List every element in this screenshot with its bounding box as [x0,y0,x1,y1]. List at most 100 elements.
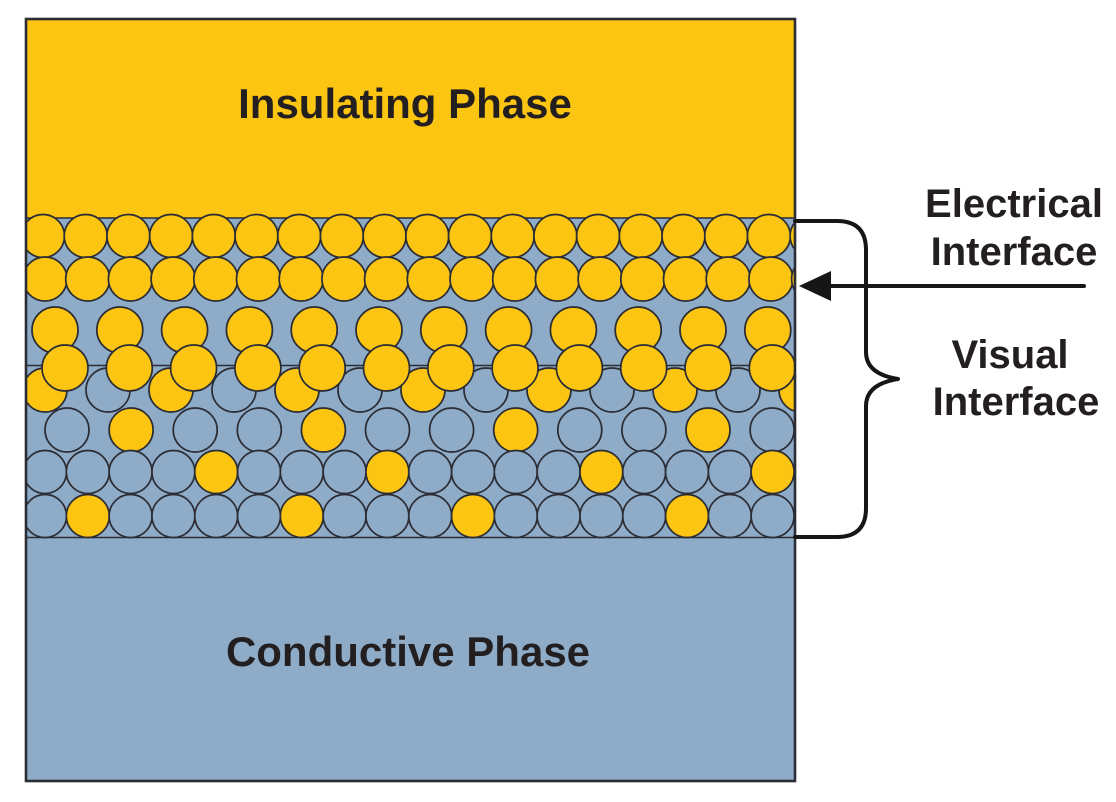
particle-yellow [300,407,347,453]
particle-yellow [278,256,325,302]
electrical-interface-label-line1: Electrical [925,182,1103,226]
particle-blue [172,407,219,453]
particle-yellow [105,344,154,392]
particle-blue [236,449,282,495]
particle-yellow [491,344,539,392]
particle-yellow [363,256,410,302]
particle-yellow [234,213,279,259]
particle-yellow [41,344,89,392]
particle-blue [364,407,411,453]
particle-blue [26,449,68,495]
particle-blue [193,493,239,539]
conductive-phase-block [26,218,795,781]
particle-blue [236,407,283,453]
particle-yellow [575,213,621,259]
particle-yellow [579,449,624,495]
particle-yellow [192,256,239,302]
particle-blue [322,493,367,539]
particle-yellow [63,213,109,259]
particle-blue [108,493,153,539]
particle-blue [44,407,90,453]
particle-yellow [26,213,66,259]
particle-blue [621,407,667,453]
particle-blue [621,449,667,495]
particle-blue [407,449,453,495]
visual-interface-brace [793,219,900,539]
particle-blue [664,449,710,495]
particle-blue [493,493,539,539]
particle-yellow [362,344,411,392]
particle-yellow [684,344,732,392]
particle-blue [707,449,753,495]
particle-blue [621,493,667,539]
particle-yellow [321,256,367,302]
particle-yellow [169,344,218,392]
particle-blue [65,449,111,495]
particle-blue [750,493,795,539]
electrical-interface-arrowhead [799,271,831,301]
interface-region [26,213,795,539]
particle-yellow [661,213,706,259]
particle-yellow [426,344,475,392]
particle-yellow [577,256,623,302]
particle-blue [493,449,539,495]
particle-blue [428,407,475,453]
particle-yellow [26,256,68,302]
particle-yellow [450,493,496,539]
particle-blue [26,493,68,539]
particle-blue [749,407,795,453]
particle-yellow [750,449,795,495]
particle-field [26,213,795,539]
particle-yellow [703,213,749,259]
particle-yellow [619,256,666,302]
particle-blue [279,449,325,495]
particle-yellow [705,256,752,302]
insulating-phase-label: Insulating Phase [238,80,572,127]
particle-yellow [65,493,111,539]
particle-yellow [298,344,347,392]
particle-yellow [276,213,322,259]
particle-yellow [490,213,536,259]
particle-yellow [319,213,365,259]
particle-yellow [365,449,410,495]
particle-yellow [108,407,154,453]
particle-blue [365,493,410,539]
particle-yellow [64,256,111,302]
particle-yellow [685,407,731,453]
particle-yellow [404,213,450,259]
particle-yellow [191,213,237,259]
particle-yellow [279,493,325,539]
particle-yellow [362,213,407,259]
particle-yellow [491,256,538,302]
insulating-phase-block [26,19,795,218]
particle-blue [322,449,367,495]
particle-yellow [107,256,154,302]
particle-yellow [449,256,495,302]
figure-border [24,17,797,783]
particle-blue [556,407,603,453]
particle-yellow [235,256,282,302]
particle-yellow [193,449,239,495]
particle-blue [450,449,496,495]
particle-yellow [406,256,453,302]
particle-yellow [619,344,668,392]
particle-yellow [662,256,709,302]
particle-blue [707,493,753,539]
particle-yellow [148,213,194,259]
particle-yellow [447,213,493,259]
particle-blue [536,449,581,495]
particle-yellow [534,256,581,302]
particle-yellow [150,256,196,302]
visual-interface-label-line2: Interface [933,380,1100,424]
particle-blue [151,493,196,539]
particle-yellow [748,344,795,392]
particle-blue [579,493,624,539]
particle-blue [236,493,282,539]
particle-yellow [555,344,604,392]
particle-yellow [618,213,664,259]
particle-blue [407,493,453,539]
particle-yellow [234,344,282,392]
particle-yellow [533,213,578,259]
